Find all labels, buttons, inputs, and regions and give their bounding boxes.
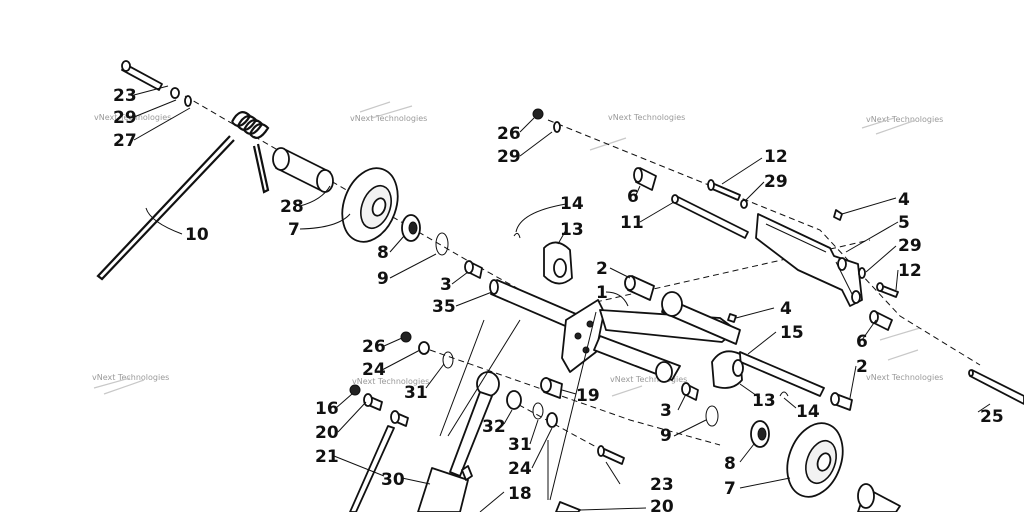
callout-29: 29: [113, 108, 137, 128]
callout-8: 8: [724, 454, 736, 474]
callout-9: 9: [377, 269, 389, 289]
nut-washer-lower-left: [400, 331, 454, 369]
callout-4: 4: [780, 299, 792, 319]
snap-ring-14-top: [513, 232, 521, 239]
callout-7: 7: [724, 479, 736, 499]
callout-20: 20: [650, 497, 674, 512]
shock-absorber-30: [417, 371, 500, 512]
callout-labels: 23 29 27 10 28 7 8 9 3 35 26 29 6 11 12 …: [113, 86, 1004, 512]
callout-24: 24: [362, 360, 386, 380]
bushing-13-top: [543, 241, 573, 285]
callout-31: 31: [404, 383, 428, 403]
watermark: vNext Technologies: [92, 373, 169, 382]
callout-19: 19: [576, 386, 600, 406]
watermark: vNext Technologies: [352, 377, 429, 386]
callout-14: 14: [560, 194, 584, 214]
callout-28: 28: [280, 197, 304, 217]
callout-3: 3: [440, 275, 452, 295]
idler-wheel-7-left: [341, 167, 399, 243]
washers-top-left: [170, 87, 192, 107]
rod-21: [349, 425, 395, 512]
bushing-20-bottom: [555, 501, 581, 512]
callout-24: 24: [508, 459, 532, 479]
torsion-spring-10: [96, 111, 270, 281]
snap-ring-9-right: [705, 405, 719, 427]
watermark: vNext Technologies: [608, 113, 685, 122]
callout-11: 11: [620, 213, 644, 233]
snap-ring-9-left: [435, 232, 449, 256]
bolt-12-right: [858, 267, 899, 298]
nut-16-bushing-20: [349, 384, 409, 427]
nut-washer-top-mid: [532, 108, 561, 133]
callout-29: 29: [898, 236, 922, 256]
bushing-washers-mid: [506, 390, 558, 428]
callout-14: 14: [796, 402, 820, 422]
bearing-8-left: [401, 214, 421, 242]
callout-23: 23: [113, 86, 137, 106]
callout-3: 3: [660, 401, 672, 421]
bracket-5: [755, 213, 863, 307]
bolt-23-top: [121, 60, 163, 91]
bolt-23-bottom: [597, 445, 625, 465]
watermark: vNext Technologies: [610, 375, 687, 384]
callout-35: 35: [432, 297, 456, 317]
grease-fitting-4-mid: [727, 313, 737, 323]
callout-21: 21: [315, 447, 339, 467]
callout-13: 13: [752, 391, 776, 411]
callout-12: 12: [764, 147, 788, 167]
spacer-3-left: [464, 260, 483, 279]
swing-arm-1: [561, 291, 741, 383]
callout-5: 5: [898, 213, 910, 233]
callout-16: 16: [315, 399, 339, 419]
callout-26: 26: [362, 337, 386, 357]
callout-29: 29: [764, 172, 788, 192]
callout-30: 30: [381, 470, 405, 490]
bearing-8-right: [750, 420, 770, 448]
watermark: vNext Technologies: [866, 115, 943, 124]
callout-1: 1: [596, 283, 608, 303]
callout-26: 26: [497, 124, 521, 144]
idler-wheel-7-right: [786, 422, 844, 498]
callout-13: 13: [560, 220, 584, 240]
spacer-19: [540, 377, 563, 399]
callout-18: 18: [508, 484, 532, 504]
shaft-15: [735, 351, 825, 397]
sleeve-bottom-right: [857, 483, 901, 512]
callout-7: 7: [288, 220, 300, 240]
callout-12: 12: [898, 261, 922, 281]
callout-8: 8: [377, 243, 389, 263]
bushing-13-right: [711, 350, 744, 389]
sleeve-28: [272, 147, 334, 193]
watermark: vNext Technologies: [866, 373, 943, 382]
callout-20: 20: [315, 423, 339, 443]
callout-27: 27: [113, 131, 137, 151]
callout-29: 29: [497, 147, 521, 167]
bushing-2-mid: [624, 275, 655, 301]
shaft-11: [671, 194, 749, 239]
watermarks: vNext Technologies vNext Technologies vN…: [92, 101, 943, 397]
callout-9: 9: [660, 426, 672, 446]
callout-2: 2: [596, 259, 608, 279]
bushing-6-top: [633, 167, 657, 191]
callout-2: 2: [856, 357, 868, 377]
callout-23: 23: [650, 475, 674, 495]
callout-15: 15: [780, 323, 804, 343]
callout-10: 10: [185, 225, 209, 245]
bushing-6-right: [869, 310, 893, 331]
callout-6: 6: [627, 187, 639, 207]
bushing-2-right: [830, 392, 853, 411]
shaft-25: [968, 369, 1024, 405]
callout-32: 32: [482, 417, 506, 437]
leader-lines: [133, 85, 991, 512]
callout-25: 25: [980, 407, 1004, 427]
grease-fitting-4-top: [833, 209, 843, 221]
watermark: vNext Technologies: [94, 113, 171, 122]
snap-ring-14-right: [779, 391, 789, 397]
watermark: vNext Technologies: [350, 114, 427, 123]
callout-6: 6: [856, 332, 868, 352]
bolt-12-top: [707, 179, 748, 209]
callout-31: 31: [508, 435, 532, 455]
callout-4: 4: [898, 190, 910, 210]
